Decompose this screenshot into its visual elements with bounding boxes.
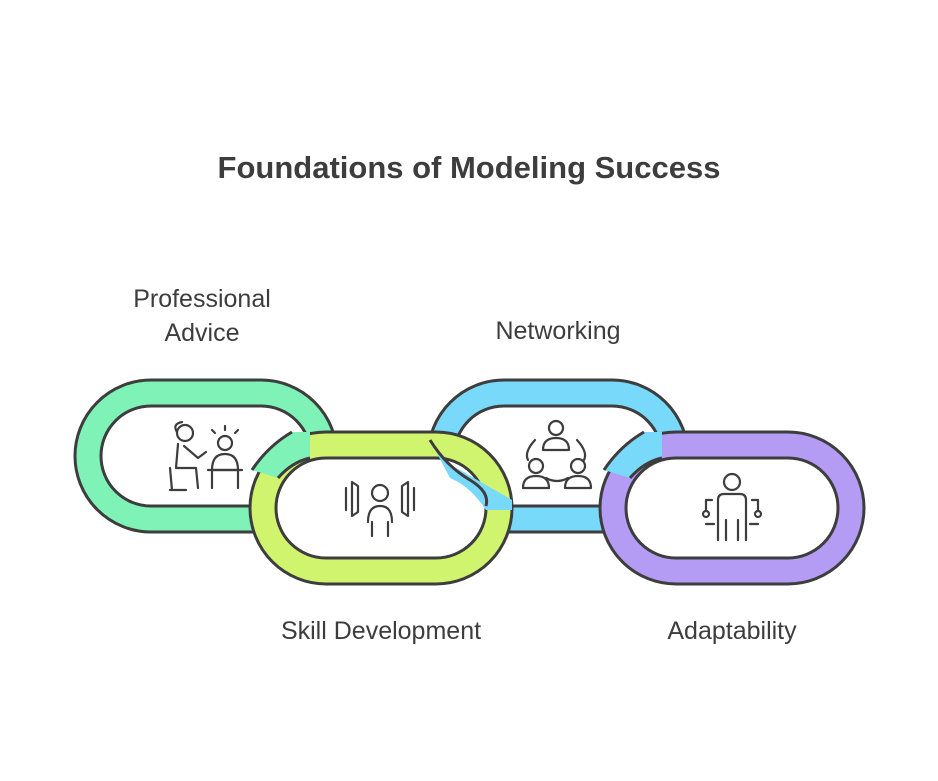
label-professional-advice: Professional Advice [82,282,322,350]
interlock-blue-over-purple [602,430,663,479]
interlock-green-over-lime [250,430,311,479]
network-icon [521,419,593,490]
label-skill-development: Skill Development [280,617,482,645]
label-line: Advice [164,319,240,347]
chain-link-adaptability [598,430,866,586]
diagram-title: Foundations of Modeling Success [217,150,721,185]
advisor-icon [168,420,244,492]
adaptive-person-icon [701,472,763,542]
training-icon [344,480,416,538]
label-adaptability: Adaptability [667,617,797,645]
interlock-blue-over-lime [428,439,512,510]
label-networking: Networking [495,317,621,345]
label-line: Professional [133,285,271,313]
